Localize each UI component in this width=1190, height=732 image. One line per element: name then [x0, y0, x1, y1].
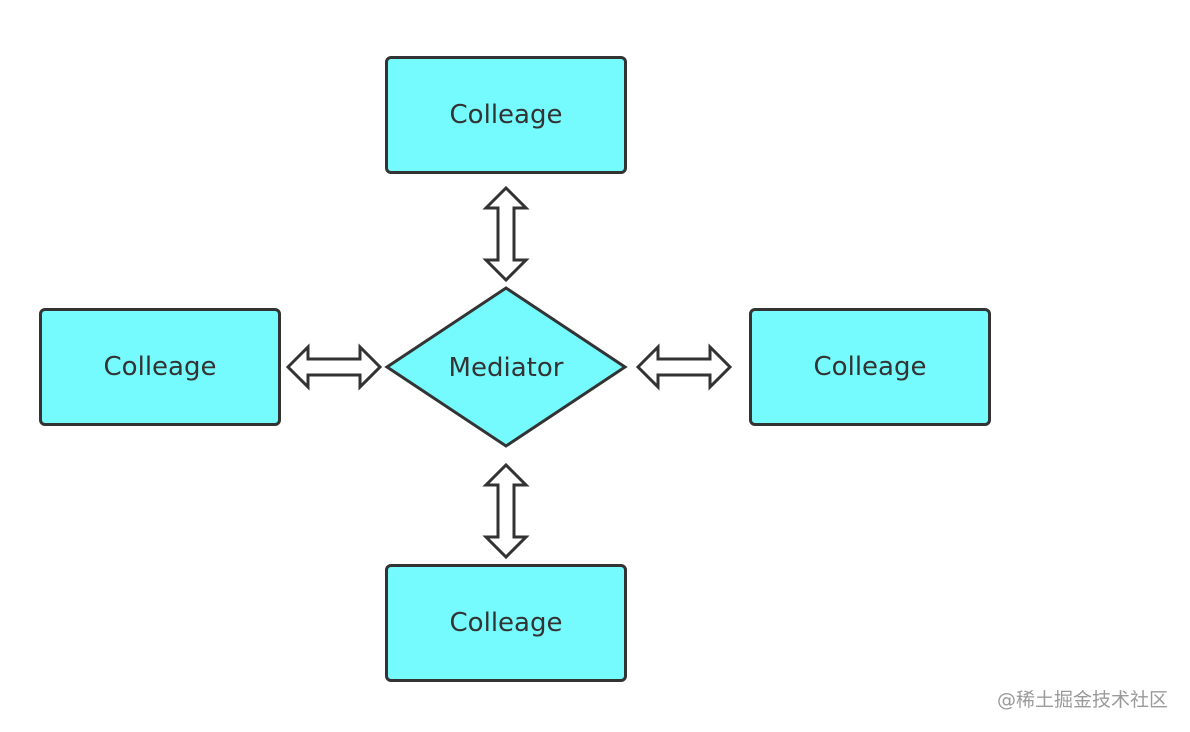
double-arrow-left [285, 343, 383, 391]
colleague-label-bottom: Colleage [449, 608, 563, 638]
double-arrow-right [635, 343, 733, 391]
mediator-label: Mediator [449, 353, 564, 383]
colleague-box-right: Colleage [749, 308, 991, 426]
mediator-diamond [384, 286, 628, 448]
colleague-label-top: Colleage [449, 100, 563, 130]
colleague-label-left: Colleage [103, 352, 217, 382]
colleague-label-right: Colleage [813, 352, 927, 382]
colleague-box-left: Colleage [39, 308, 281, 426]
watermark: @稀土掘金技术社区 [996, 689, 1168, 711]
colleague-box-bottom: Colleage [385, 564, 627, 682]
double-arrow-bottom [482, 462, 530, 560]
double-arrow-top [482, 185, 530, 283]
colleague-box-top: Colleage [385, 56, 627, 174]
